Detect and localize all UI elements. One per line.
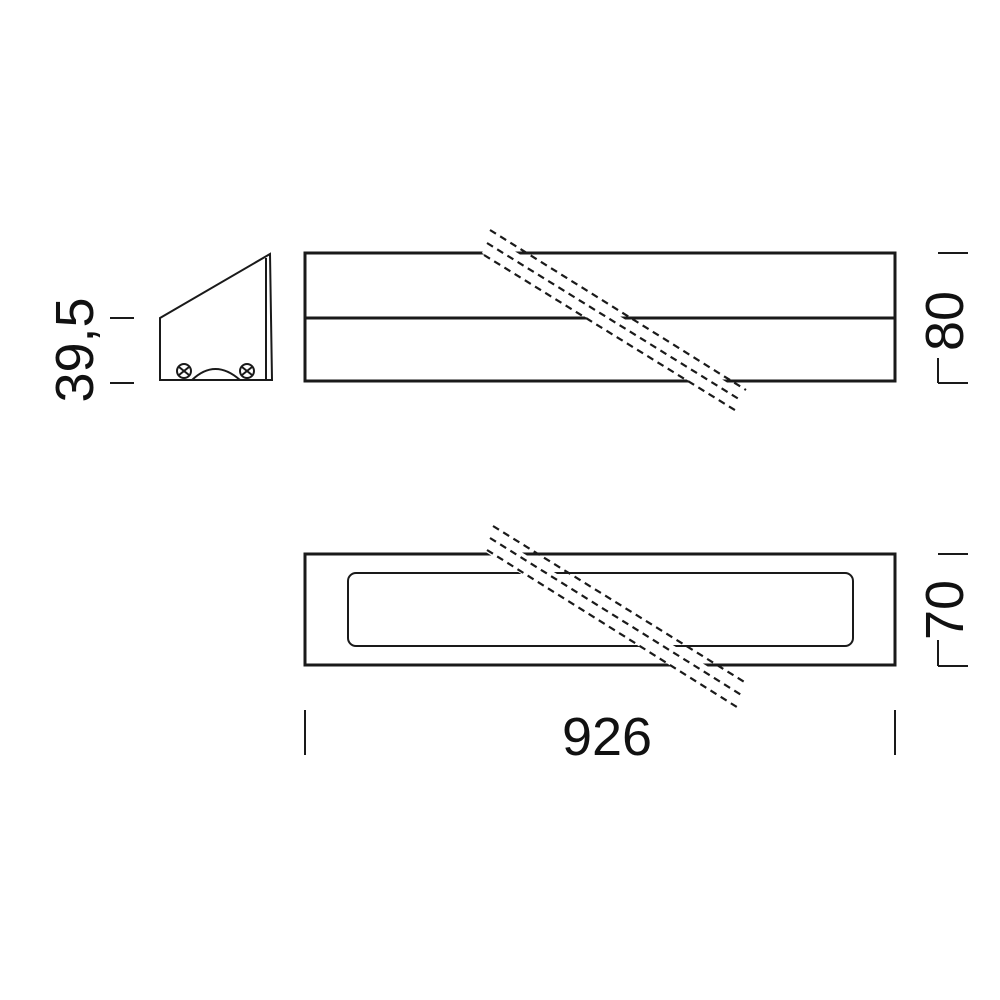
bottom-view-body [303, 552, 897, 667]
front-height-dimension: 80 [915, 252, 975, 384]
bottom-break-line-2 [489, 537, 744, 697]
bottom-depth-dimension: 70 [915, 553, 975, 667]
bottom-view [303, 525, 897, 710]
bottom-break-line-1 [492, 525, 747, 684]
screw-right-icon [239, 363, 255, 379]
side-height-dimension: 39,5 [45, 297, 134, 403]
side-height-label: 39,5 [45, 297, 105, 402]
total-length-label: 926 [562, 707, 652, 767]
front-break-line-2 [486, 242, 743, 402]
bottom-break-line-3 [486, 549, 741, 710]
bottom-view-lens [347, 572, 854, 647]
mounting-cutout [191, 368, 241, 381]
side-profile-outline [159, 252, 274, 381]
front-break-line-3 [483, 254, 739, 413]
screw-left-icon [176, 363, 192, 379]
front-break-mask [482, 236, 744, 410]
total-length-dimension: 926 [304, 707, 896, 767]
front-height-label: 80 [915, 291, 975, 351]
bottom-break-mask [484, 534, 746, 707]
front-view [303, 229, 897, 413]
side-profile-view [159, 252, 274, 381]
bottom-depth-label: 70 [915, 580, 975, 640]
front-break-line-1 [489, 229, 747, 391]
